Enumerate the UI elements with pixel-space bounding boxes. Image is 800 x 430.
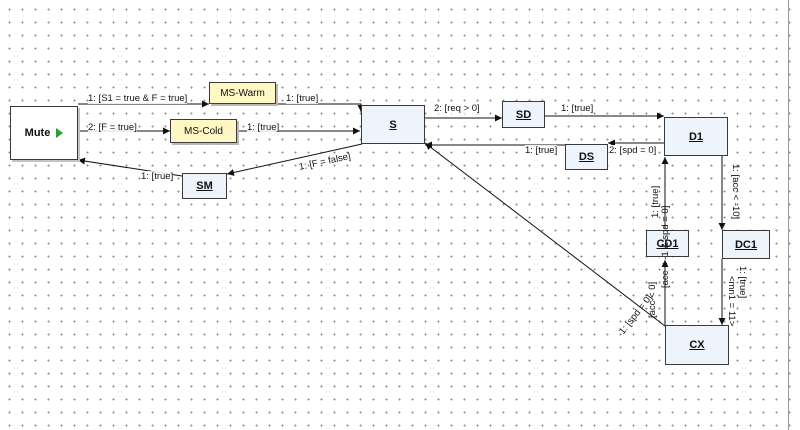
edge-label-mscold-s: 1: [true] xyxy=(247,122,280,133)
state-d1[interactable]: D1 xyxy=(664,117,728,156)
state-ds[interactable]: DS xyxy=(565,144,608,170)
edge-label-ds-s: 1: [true] xyxy=(525,145,558,156)
canvas-border xyxy=(788,0,789,430)
state-sd-label: SD xyxy=(515,108,532,121)
edge-label-sd-d1: 1: [true] xyxy=(561,103,594,114)
state-ms-warm-label: MS-Warm xyxy=(220,87,265,99)
state-ds-label: DS xyxy=(578,151,595,163)
play-icon xyxy=(56,128,64,138)
state-s-label: S xyxy=(389,118,397,131)
state-cx[interactable]: CX xyxy=(665,325,729,365)
edge-label-mute-mswarm: 1: [S1 = true & F = true] xyxy=(88,93,188,104)
state-mute[interactable]: Mute xyxy=(10,106,78,160)
state-dc1[interactable]: DC1 xyxy=(722,230,770,259)
edge-cx-s xyxy=(424,142,666,327)
edge-label-d1-dc1: 1: [acc < -10] xyxy=(730,164,741,220)
edge-label-cd1-d1-guard: [acc < -1 & spd = 0] xyxy=(660,205,671,288)
edge-label-d1-ds: 2: [spd = 0] xyxy=(609,145,657,156)
edge-mswarm-s xyxy=(276,103,365,112)
state-mute-label: Mute xyxy=(24,127,51,139)
edge-label-mswarm-s: 1: [true] xyxy=(286,93,319,104)
edge-label-dc1-cx-action: <mn1 = 11> xyxy=(726,276,737,327)
state-dc1-label: DC1 xyxy=(734,238,757,251)
edge-label-sm-mute: 1: [true] xyxy=(141,171,174,182)
edge-label-dc1-cx: 1: [true] xyxy=(737,266,748,299)
state-sm-label: SM xyxy=(196,180,213,192)
state-ms-warm[interactable]: MS-Warm xyxy=(209,82,276,104)
edge-s-sm xyxy=(226,143,363,176)
state-ms-cold[interactable]: MS-Cold xyxy=(170,119,237,143)
state-ms-cold-label: MS-Cold xyxy=(184,125,223,137)
edge-label-mute-mscold: 2: [F = true] xyxy=(88,122,137,133)
state-cd1-label: CD1 xyxy=(656,237,679,250)
state-d1-label: D1 xyxy=(688,130,704,143)
edge-label-s-sd: 2: [req > 0] xyxy=(434,103,480,114)
state-sm[interactable]: SM xyxy=(182,173,227,199)
state-s[interactable]: S xyxy=(361,105,425,144)
state-cd1[interactable]: CD1 xyxy=(646,230,689,257)
state-cx-label: CX xyxy=(689,339,705,351)
state-sd[interactable]: SD xyxy=(502,101,545,128)
